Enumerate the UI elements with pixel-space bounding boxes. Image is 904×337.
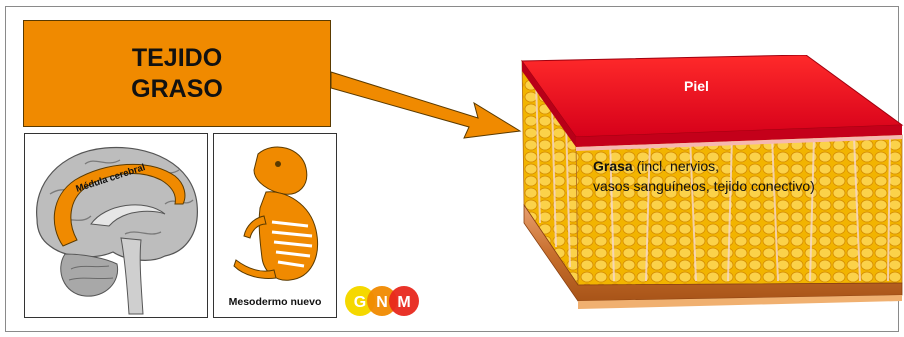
brain-panel: Médula cerebral — [24, 133, 208, 318]
embryo-illustration — [233, 146, 318, 281]
gnm-letter-n: N — [376, 294, 388, 311]
skin-label: Piel — [684, 78, 709, 94]
title-box: TEJIDO GRASO — [23, 20, 331, 127]
gnm-logo: G N M — [345, 286, 419, 316]
gnm-m-circle — [389, 286, 419, 316]
fat-label-line2: vasos sanguíneos, tejido conectivo) — [593, 178, 815, 194]
gnm-letter-m: M — [397, 294, 410, 311]
tissue-block — [521, 55, 904, 309]
embryo-panel: Mesodermo nuevo — [213, 133, 337, 318]
brain-illustration: Médula cerebral — [36, 146, 198, 315]
embryo-label: Mesodermo nuevo — [228, 296, 322, 308]
title-text: TEJIDO GRASO — [131, 43, 223, 103]
fat-label-line1: (incl. nervios, — [632, 158, 720, 174]
fat-label: Grasa (incl. nervios, vasos sanguíneos, … — [593, 156, 903, 196]
gnm-letter-g: G — [354, 294, 366, 311]
gnm-g-circle — [345, 286, 375, 316]
gnm-n-circle — [367, 286, 397, 316]
fat-label-bold: Grasa — [593, 158, 633, 174]
